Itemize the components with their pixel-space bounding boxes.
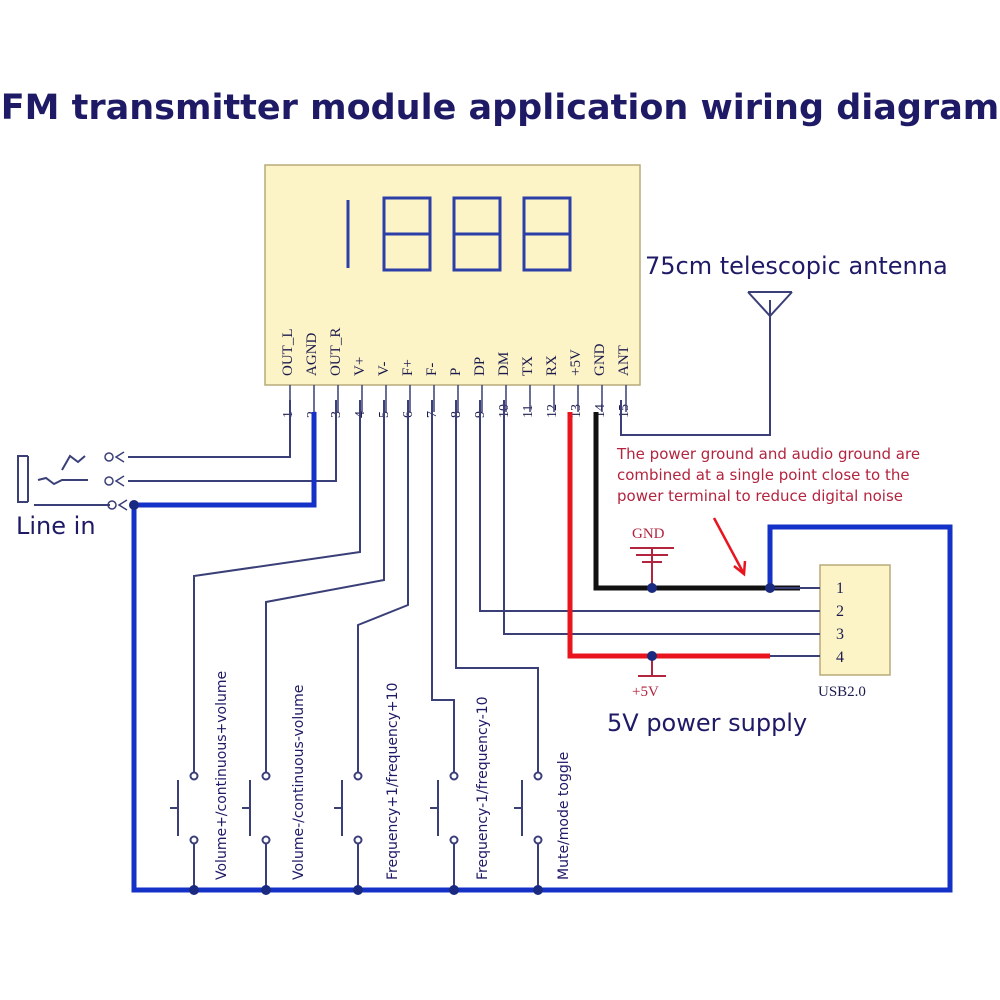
usb-pin-1: 1 — [836, 580, 844, 597]
pin-label-15: ANT — [616, 345, 632, 376]
usb-pin-2: 2 — [836, 603, 844, 620]
pin-label-5: V- — [376, 362, 392, 376]
pin-number-12: 12 — [545, 404, 560, 418]
usb-wires — [770, 587, 820, 657]
plus5v-symbol-label: +5V — [632, 684, 659, 700]
pin-label-8: P — [448, 368, 464, 376]
plus5v-wire — [567, 412, 770, 659]
line-in-label: Line in — [16, 512, 96, 540]
diagram-title: FM transmitter module application wiring… — [0, 88, 1000, 128]
note-line-3: power terminal to reduce digital noise — [617, 487, 903, 505]
pin-label-12: RX — [544, 355, 560, 376]
pin-label-14: GND — [592, 343, 608, 376]
power-supply-label: 5V power supply — [607, 709, 807, 737]
junction-dots — [129, 500, 775, 895]
usb-pin-3: 3 — [836, 626, 844, 643]
pin-label-6: F+ — [400, 359, 416, 376]
pin-label-10: DM — [496, 352, 512, 376]
usb-connector — [819, 564, 891, 676]
gnd-wire — [593, 412, 800, 591]
pin-label-2: AGND — [304, 333, 320, 376]
note-line-2: combined at a single point close to the — [617, 466, 910, 484]
usb-pin-4: 4 — [836, 649, 844, 666]
button-labels: Volume+/continuous+volume Volume-/continu… — [214, 671, 572, 880]
pin-label-13: +5V — [568, 349, 584, 376]
pin-label-11: TX — [520, 356, 536, 376]
module-pin-stubs — [289, 385, 627, 412]
note-line-1: The power ground and audio ground are — [616, 445, 920, 463]
module-pin-labels: OUT_L AGND OUT_R V+ V- F+ F- P DP DM TX RX +5V GND ANT — [280, 328, 632, 376]
note-arrow — [712, 517, 747, 577]
pin-label-9: DP — [472, 357, 488, 376]
pin-number-15: 15 — [617, 404, 632, 418]
push-button-1 — [170, 771, 199, 890]
line-in-jack-symbol — [17, 454, 110, 506]
push-button-3 — [334, 771, 363, 890]
button-label-5: Mute/mode toggle — [556, 752, 572, 880]
antenna-symbol — [620, 291, 793, 436]
ground-symbol — [630, 547, 674, 588]
gnd-symbol-label: GND — [632, 526, 665, 542]
signal-wires — [128, 400, 800, 780]
pin-number-1: 1 — [281, 411, 296, 418]
seven-segment-display — [346, 196, 572, 272]
push-buttons — [170, 771, 543, 890]
jack-tip-marks — [104, 451, 128, 511]
push-button-4 — [430, 771, 459, 890]
button-label-3: Frequency+1/frequency+10 — [385, 683, 401, 880]
button-label-1: Volume+/continuous+volume — [214, 671, 230, 880]
antenna-label: 75cm telescopic antenna — [645, 252, 948, 280]
pin-label-4: V+ — [352, 357, 368, 376]
push-button-5 — [514, 771, 543, 890]
push-button-2 — [242, 771, 271, 890]
pin-label-3: OUT_R — [328, 328, 344, 376]
pin-label-1: OUT_L — [280, 329, 296, 377]
button-label-4: Frequency-1/frequency-10 — [475, 696, 491, 880]
usb-pin-numbers: 1 2 3 4 — [836, 580, 844, 666]
pin-number-13: 13 — [569, 404, 584, 418]
usb-label: USB2.0 — [818, 684, 866, 700]
pin-label-7: F- — [424, 363, 440, 376]
pin-number-11: 11 — [521, 405, 536, 418]
button-label-2: Volume-/continuous-volume — [291, 685, 307, 880]
